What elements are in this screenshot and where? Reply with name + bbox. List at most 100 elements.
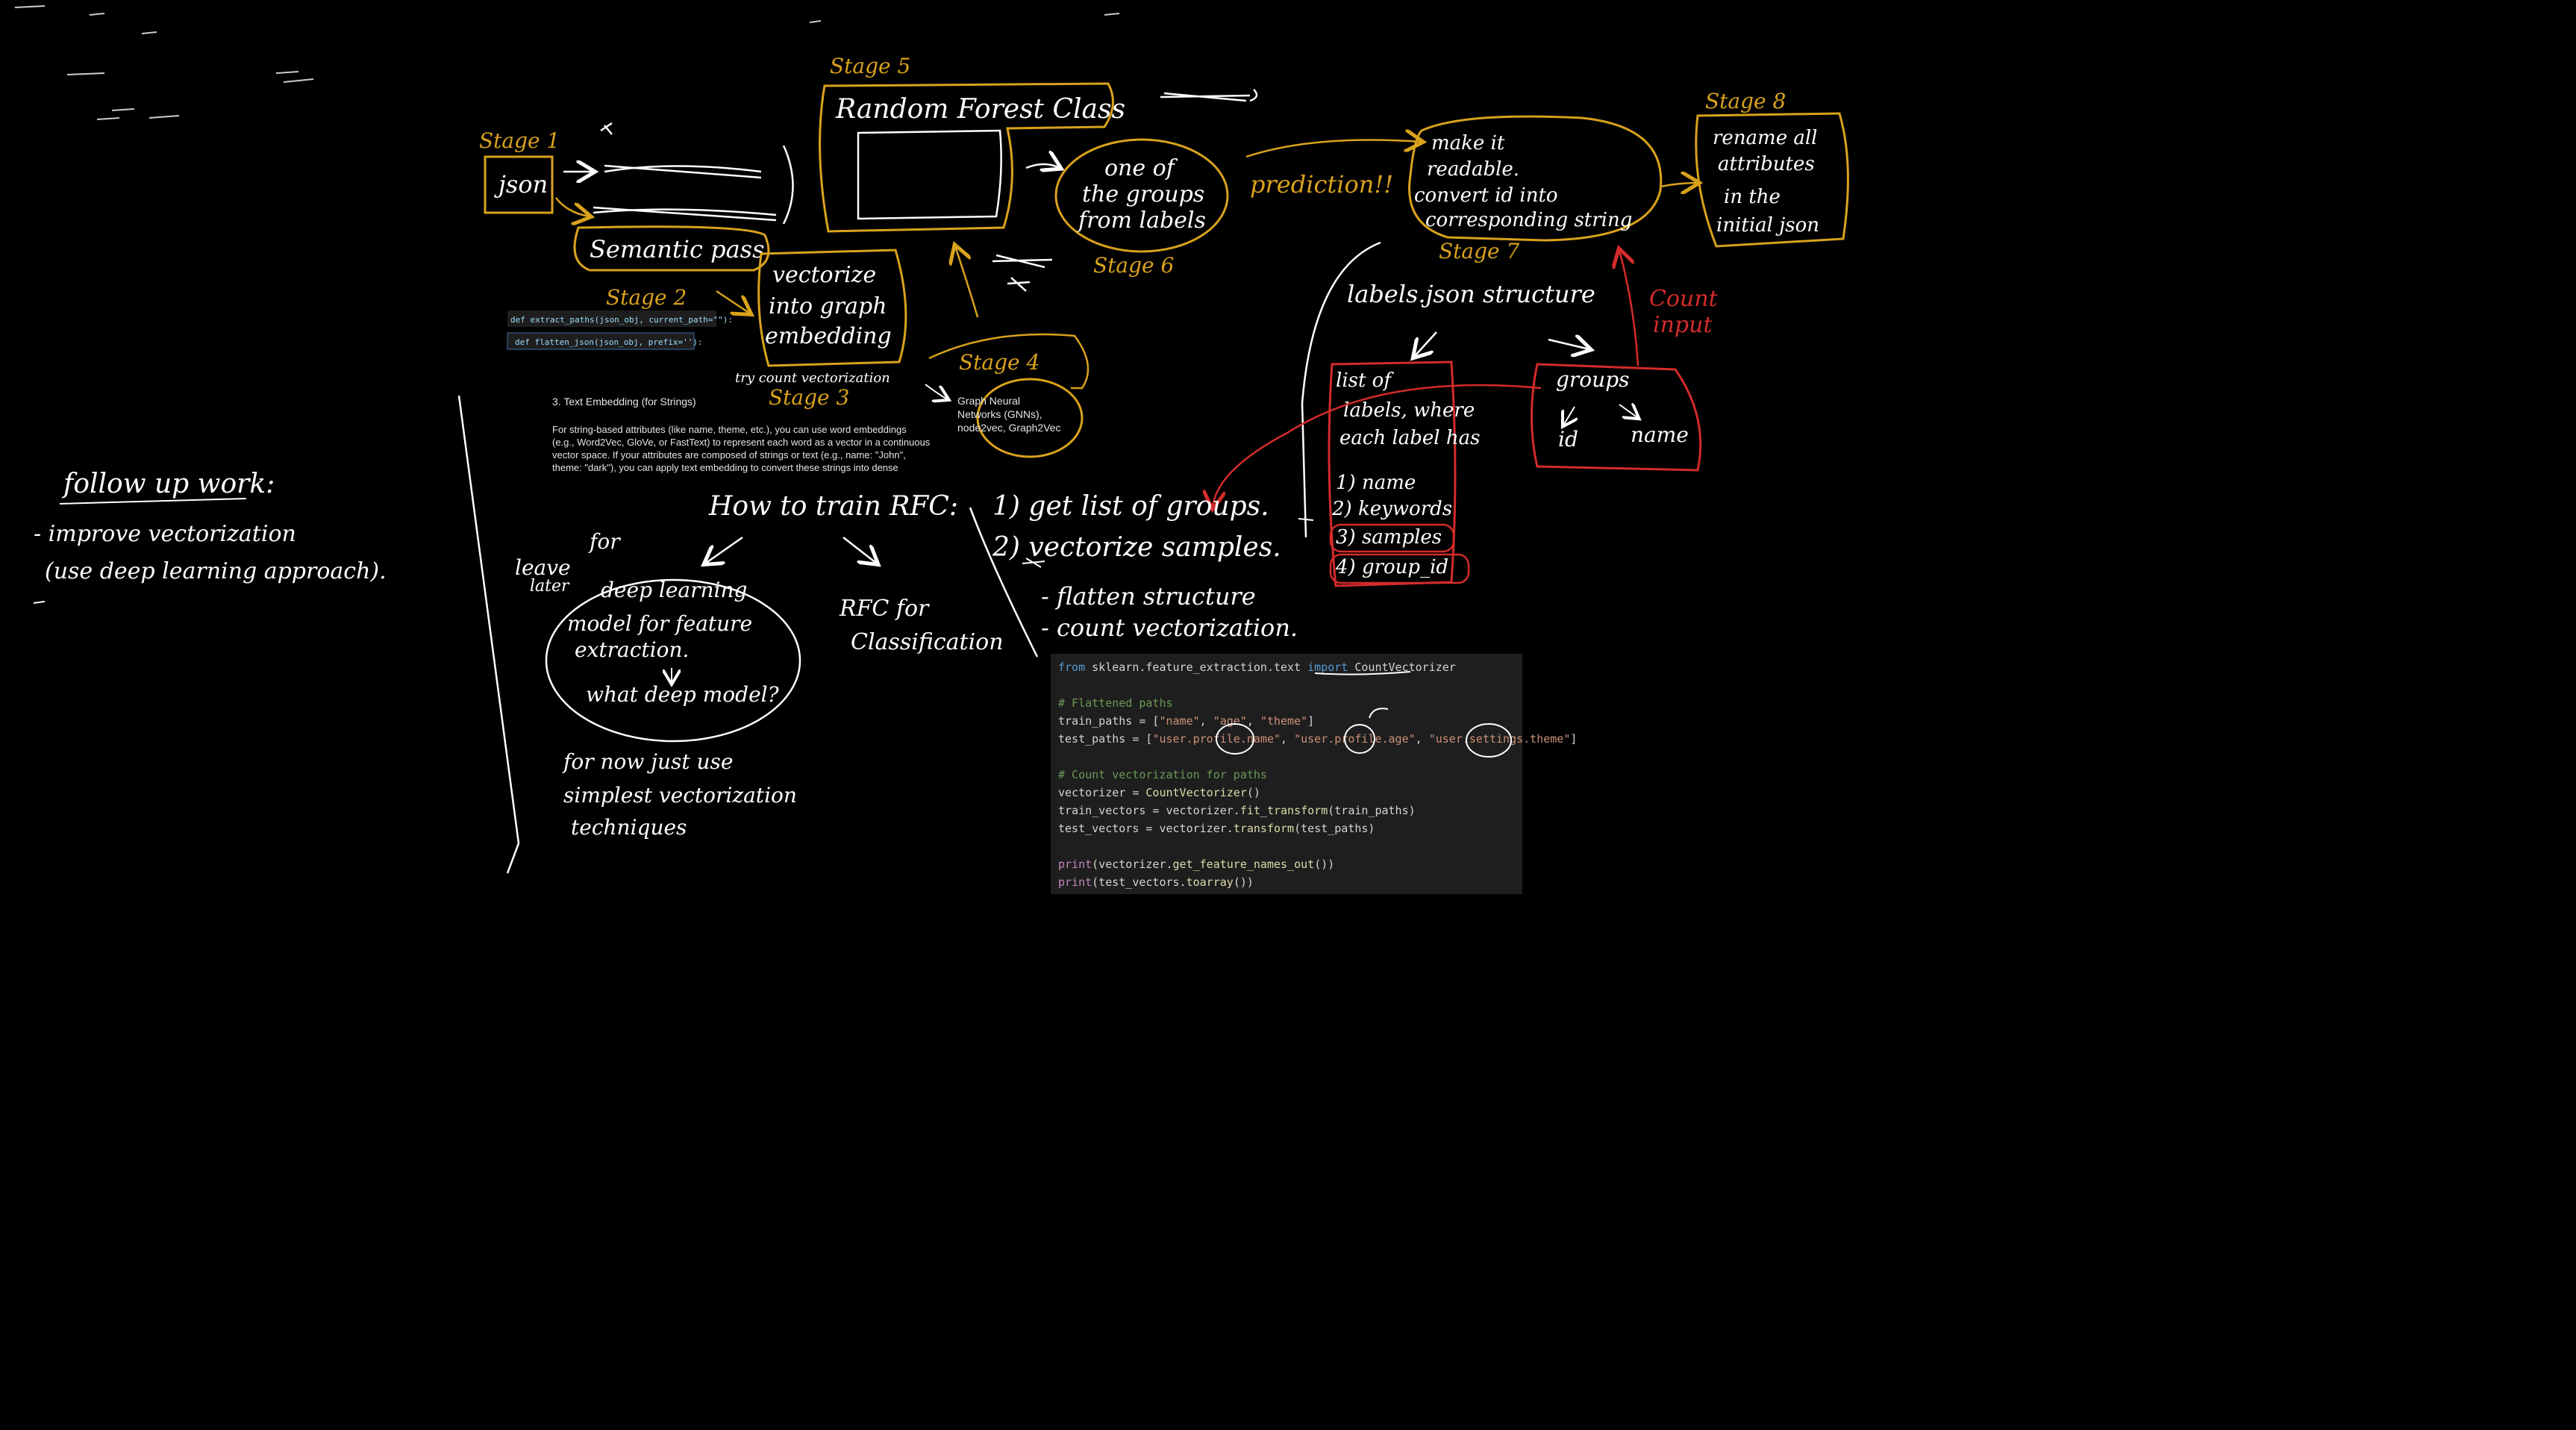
code-token: print <box>1058 858 1092 871</box>
semantic-pass-box <box>573 225 770 272</box>
code-line: test_vectors = vectorizer.transform(test… <box>1058 819 1515 837</box>
follow-up-title: follow up work: <box>61 469 275 499</box>
rename-line-1: rename all <box>1713 127 1818 149</box>
for-label: for <box>588 529 621 554</box>
flatten-json-snippet: def flatten_json(json_obj, prefix=''): <box>507 332 703 350</box>
rename-line-4: initial json <box>1716 214 1819 237</box>
crossed-scribble-2 <box>1160 89 1258 102</box>
code-token: , <box>1415 732 1429 746</box>
deep-learning-line-3: extraction. <box>575 637 689 662</box>
sub-count: - count vectorization. <box>1041 613 1298 642</box>
code-token: # Flattened paths <box>1058 696 1173 710</box>
count-vectorizer-code-block: from sklearn.feature_extraction.text imp… <box>1051 654 1577 894</box>
rfc-for-line-2: Classification <box>851 629 1004 655</box>
stage5-label: Stage 5 <box>830 54 910 78</box>
code-token: "user.profile.name" <box>1152 732 1281 746</box>
stage8-label: Stage 8 <box>1705 89 1786 113</box>
gnn-line-1: Graph Neural <box>957 395 1020 407</box>
code-token: "theme" <box>1260 714 1308 728</box>
gnn-line-3: node2vec, Graph2Vec <box>957 422 1061 434</box>
code-token: transform <box>1233 822 1295 835</box>
code-line <box>1058 676 1515 694</box>
json-box <box>484 155 554 214</box>
code-token: fit_transform <box>1239 804 1328 817</box>
code-token: ] <box>1570 732 1578 746</box>
code-token: test_paths = [ <box>1058 732 1153 746</box>
svg-text:def extract_paths(json_obj, cu: def extract_paths(json_obj, current_path… <box>510 315 733 325</box>
for-now-line-1: for now just use <box>562 749 733 774</box>
make-readable-line-4: corresponding string <box>1425 209 1632 231</box>
code-token: from <box>1058 661 1086 674</box>
stage1-crossed-items <box>563 122 794 225</box>
code-token: () <box>1246 786 1260 799</box>
text-embedding-line-2: (e.g., Word2Vec, GloVe, or FastText) to … <box>552 437 931 448</box>
make-readable-box <box>1408 115 1663 242</box>
code-token: , <box>1281 732 1295 746</box>
step-2: 2) vectorize samples. <box>992 532 1281 563</box>
code-token: print <box>1058 875 1092 889</box>
label-field-name: 1) name <box>1336 472 1416 494</box>
code-token: # Count vectorization for paths <box>1058 768 1267 781</box>
make-readable-line-3: convert id into <box>1414 184 1558 207</box>
code-line: print(test_vectors.toarray()) <box>1058 873 1515 891</box>
code-line: train_paths = ["name", "age", "theme"] <box>1058 712 1515 730</box>
code-line: from sklearn.feature_extraction.text imp… <box>1058 658 1515 676</box>
vectorize-line-2: into graph <box>769 293 887 319</box>
deep-learning-line-2: model for feature <box>567 611 752 636</box>
count-input-line-1: Count <box>1649 286 1719 312</box>
gnn-line-2: Networks (GNNs), <box>957 408 1042 420</box>
code-line: print(vectorizer.get_feature_names_out()… <box>1058 855 1515 873</box>
code-token: "name" <box>1159 714 1200 728</box>
labels-bracket <box>1301 241 1381 538</box>
left-bracket <box>457 395 520 874</box>
rename-line-3: in the <box>1724 186 1781 208</box>
code-token: train_paths = [ <box>1058 714 1160 728</box>
labels-structure-title: labels.json structure <box>1347 280 1595 308</box>
groups-struct-title: groups <box>1556 367 1630 392</box>
text-embedding-line-3: vector space. If your attributes are com… <box>552 449 906 460</box>
count-input-line-2: input <box>1653 312 1713 338</box>
code-token: "age" <box>1213 714 1247 728</box>
code-token: sklearn.feature_extraction.text <box>1085 661 1308 674</box>
step-1: 1) get list of groups. <box>992 491 1269 522</box>
top-left-scribbles <box>14 5 1120 120</box>
text-embedding-line-4: theme: "dark"), you can apply text embed… <box>552 462 898 473</box>
rename-box <box>1695 112 1849 248</box>
deep-learning-line-1: deep learning <box>601 578 747 602</box>
label-field-keywords: 2) keywords <box>1331 498 1452 520</box>
gnn-box <box>976 378 1084 458</box>
stage4-label: Stage 4 <box>959 350 1040 375</box>
groups-struct-id: id <box>1558 427 1578 452</box>
groups-struct-name: name <box>1631 422 1689 447</box>
vectorize-line-3: embedding <box>765 323 892 349</box>
text-embedding-heading: 3. Text Embedding (for Strings) <box>552 396 696 408</box>
text-embedding-line-1: For string-based attributes (like name, … <box>552 424 907 435</box>
vectorize-line-1: vectorize <box>772 262 876 288</box>
code-token: import <box>1307 661 1348 674</box>
list-labels-line-1: list of <box>1336 369 1394 392</box>
make-readable-line-1: make it <box>1431 132 1505 154</box>
vectorize-box <box>757 249 907 367</box>
svg-text:def flatten_json(json_obj, pre: def flatten_json(json_obj, prefix=''): <box>515 337 703 347</box>
later-label: later <box>530 577 570 596</box>
code-token: (vectorizer. <box>1092 858 1173 871</box>
code-token: (test_vectors. <box>1092 875 1187 889</box>
stage7-label: Stage 7 <box>1439 239 1520 263</box>
code-line <box>1058 837 1515 855</box>
code-token: "user.profile.age" <box>1294 732 1416 746</box>
rfc-label: Random Forest Class <box>835 94 1125 125</box>
code-line: train_vectors = vectorizer.fit_transform… <box>1058 802 1515 819</box>
groups-struct-box <box>1531 363 1702 472</box>
list-labels-line-3: each label has <box>1339 427 1480 449</box>
code-token: , <box>1246 714 1260 728</box>
rfc-for-line-1: RFC for <box>839 596 930 622</box>
rfc-inner-box <box>857 129 1002 220</box>
code-line: vectorizer = CountVectorizer() <box>1058 784 1515 802</box>
deep-learning-ellipse <box>545 578 801 743</box>
code-token: ()) <box>1314 858 1335 871</box>
label-field-samples: 3) samples <box>1336 526 1442 549</box>
code-line: # Flattened paths <box>1058 694 1515 712</box>
code-token: (train_paths) <box>1328 804 1416 817</box>
count-vectorization-note: try count vectorization <box>735 370 890 386</box>
